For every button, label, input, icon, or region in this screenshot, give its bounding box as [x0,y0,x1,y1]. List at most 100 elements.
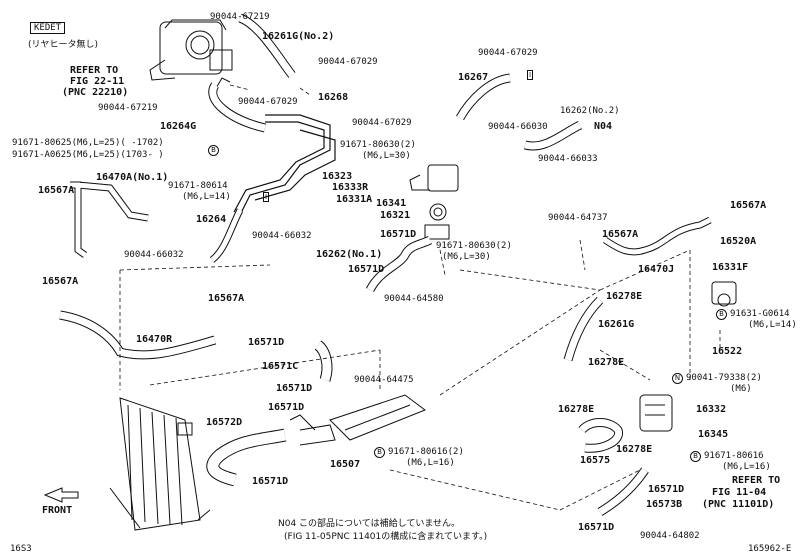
reservoir-16520A [711,281,737,305]
front-arrow-label: FRONT [42,505,73,516]
part-16575[interactable]: 16575 [580,455,611,466]
part-16571D-c[interactable]: 16571D [248,337,285,348]
part-90044-66030[interactable]: 90044-66030 [488,122,548,132]
refer-top-line3: (PNC 22210) [62,87,129,98]
part-16567A-left[interactable]: 16567A [42,276,79,287]
part-16572D[interactable]: 16572D [206,417,243,428]
part-16262-no2[interactable]: 16262(No.2) [560,106,620,116]
part-16333R[interactable]: 16333R [332,182,369,193]
part-16571D-f[interactable]: 16571D [252,476,289,487]
part-16264[interactable]: 16264 [196,214,227,225]
part-16345[interactable]: 16345 [698,429,729,440]
part-16567A-no1-right[interactable]: 16567A [730,200,767,211]
footnote-line1: N04 この部品については補給していません。 [278,519,461,529]
part-16278E-a[interactable]: 16278E [606,291,643,302]
no-rear-heater-note: (リヤヒータ無し) [28,40,99,50]
pipe-16268 [233,114,336,216]
part-16267[interactable]: 16267 [458,72,489,83]
part-16331A[interactable]: 16331A [336,194,373,205]
part-91671-80614-spec: (M6,L=14) [182,192,231,202]
part-16567A-center[interactable]: 16567A [208,293,245,304]
part-16278E-d[interactable]: 16278E [616,444,653,455]
part-90044-67029-a[interactable]: 90044-67029 [318,57,378,67]
mark-i-icon: I [527,70,534,80]
part-91671-80625[interactable]: 91671-80625(M6,L=25)( -1702) [12,138,164,148]
figure-number: 165962-E [748,544,792,554]
part-16321[interactable]: 16321 [380,210,411,221]
part-16278E-b[interactable]: 16278E [588,357,625,368]
part-16332[interactable]: 16332 [696,404,727,415]
part-16567A-no1-mid[interactable]: 16567A [602,229,639,240]
part-91671-80630-b-spec: (M6,L=30) [442,252,491,262]
refer-bottom-line2: FIG 11-04 [712,487,767,498]
part-16261G-no2[interactable]: 16261G(No.2) [262,31,335,42]
part-16571D-b[interactable]: 16571D [348,264,385,275]
radiator-illustration [109,397,211,531]
mark-b-icon-3: B [374,447,385,458]
part-16278E-c[interactable]: 16278E [558,404,595,415]
mark-i-icon-2: I [263,192,270,202]
part-90044-64475[interactable]: 90044-64475 [354,375,414,385]
part-91671-80616-a-spec: (M6,L=16) [406,458,455,468]
part-90044-66032-b[interactable]: 90044-66032 [124,250,184,260]
part-16262-no1[interactable]: 16262(No.1) [316,249,383,260]
dashed-leaders [119,84,721,511]
part-90044-64802[interactable]: 90044-64802 [640,531,700,541]
part-16571D-d[interactable]: 16571D [276,383,313,394]
part-91671-80614[interactable]: 91671-80614 [168,181,228,191]
part-90044-67029-c[interactable]: 90044-67029 [478,48,538,58]
part-16507[interactable]: 16507 [330,459,361,470]
part-91671-80630-b[interactable]: 91671-80630(2) [436,241,512,251]
water-outlet-illustration [409,164,459,240]
part-16323[interactable]: 16323 [322,171,353,182]
front-direction-arrow [43,487,79,503]
kedet-code: KEDET [30,22,66,34]
part-90041-79338[interactable]: 90041-79338(2) [686,373,762,383]
part-16571D-a[interactable]: 16571D [380,229,417,240]
part-91671-80616-a[interactable]: 91671-80616(2) [388,447,464,457]
part-90044-66033[interactable]: 90044-66033 [538,154,598,164]
part-16571D-e[interactable]: 16571D [268,402,305,413]
part-16470A-no1[interactable]: 16470A(No.1) [96,172,169,183]
part-91671-80616-b-spec: (M6,L=16) [722,462,771,472]
part-16571C[interactable]: 16571C [262,361,299,372]
part-16571D-h[interactable]: 16571D [578,522,615,533]
part-16571D-g[interactable]: 16571D [648,484,685,495]
part-90044-67219-a[interactable]: 90044-67219 [210,12,270,22]
part-16522[interactable]: 16522 [712,346,743,357]
part-16520A[interactable]: 16520A [720,236,757,247]
part-90041-79338-spec: (M6) [730,384,752,394]
part-16567A-no2[interactable]: 16567A [38,185,75,196]
part-16331F[interactable]: 16331F [712,262,749,273]
refer-top-line2: FIG 22-11 [70,76,125,87]
mark-b-icon-2: B [716,309,727,320]
part-16573B[interactable]: 16573B [646,499,683,510]
part-91671-80630-a[interactable]: 91671-80630(2) [340,140,416,150]
part-91671-A0625[interactable]: 91671-A0625(M6,L=25)(1703- ) [12,150,164,160]
mark-b-icon-4: B [690,451,701,462]
refer-top-line1: REFER TO [70,65,119,76]
part-90044-64737[interactable]: 90044-64737 [548,213,608,223]
part-N04[interactable]: N04 [594,121,613,132]
part-90044-66032-a[interactable]: 90044-66032 [252,231,312,241]
throttle-body-illustration [149,19,233,91]
part-16470R[interactable]: 16470R [136,334,173,345]
part-91671-80616-b[interactable]: 91671-80616 [704,451,764,461]
part-90044-67219-b[interactable]: 90044-67219 [98,103,158,113]
part-90044-64580[interactable]: 90044-64580 [384,294,444,304]
part-16470J[interactable]: 16470J [638,264,675,275]
part-16264G[interactable]: 16264G [160,121,197,132]
footnote-line2: (FIG 11-05PNC 11401の構成に含まれています。) [284,532,488,542]
refer-bottom-line3: (PNC 11101D) [702,499,775,510]
part-16261G-no1[interactable]: 16261G [598,319,635,330]
part-91631-G0614[interactable]: 91631-G0614 [730,309,790,319]
part-90044-67029-b[interactable]: 90044-67029 [238,97,298,107]
part-16268[interactable]: 16268 [318,92,349,103]
part-16341[interactable]: 16341 [376,198,407,209]
part-91671-80630-a-spec: (M6,L=30) [362,151,411,161]
page-code: 16S3 [10,544,32,554]
part-90044-67029-d[interactable]: 90044-67029 [352,118,412,128]
pump-16332 [639,394,673,432]
